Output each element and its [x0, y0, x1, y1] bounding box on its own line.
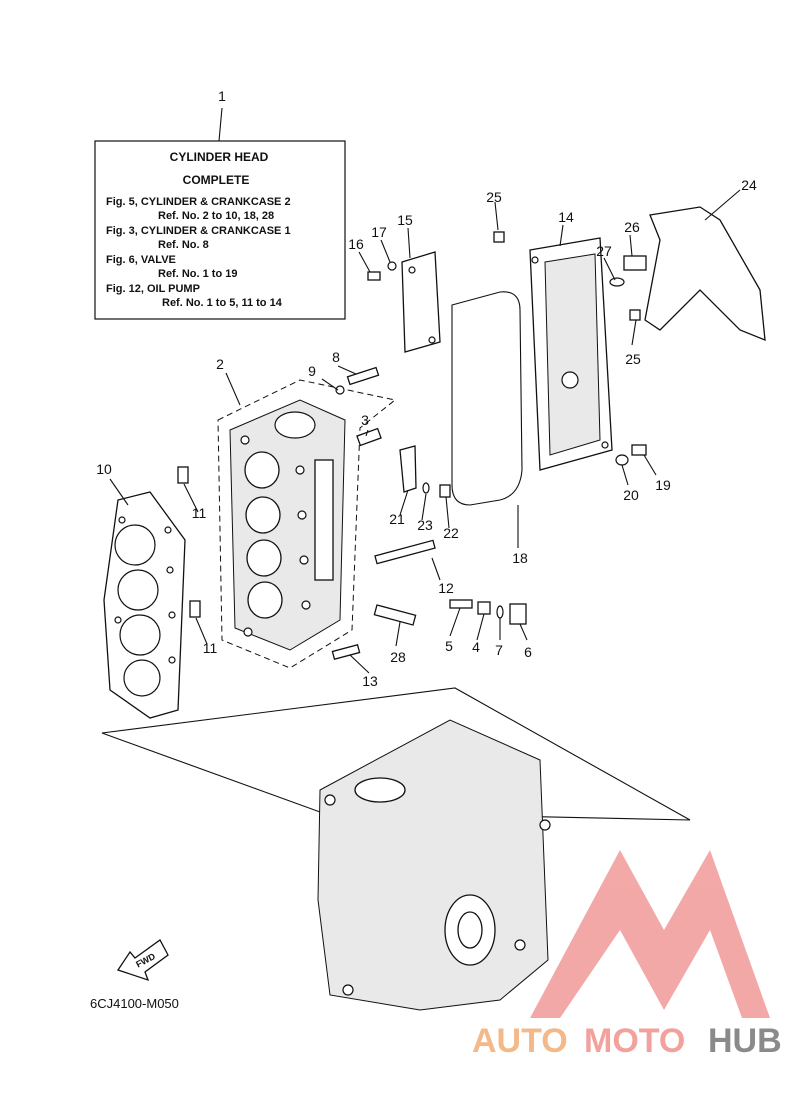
dowel-pin-upper	[177, 466, 189, 484]
info-box-ref-3: Ref. No. 1 to 19	[158, 268, 237, 280]
callout-9: 9	[308, 363, 316, 379]
callout-2: 2	[216, 356, 224, 372]
info-box-fig-3: Fig. 6, VALVE	[106, 254, 176, 266]
callout-16: 16	[348, 236, 364, 252]
watermark-hub: HUB	[708, 1022, 782, 1060]
callout-numbers: 1 2 3 4 5 6 7 8 9 10 11 11 12 13 14 15 1…	[96, 88, 757, 689]
callout-13: 13	[362, 673, 378, 689]
callout-4: 4	[472, 639, 480, 655]
callout-28: 28	[390, 649, 406, 665]
callout-8: 8	[332, 349, 340, 365]
info-box-title-2: COMPLETE	[183, 173, 250, 187]
watermark-auto: AUTO	[472, 1022, 568, 1060]
callout-3: 3	[361, 412, 369, 428]
callout-27: 27	[596, 243, 612, 259]
info-box-ref-4: Ref. No. 1 to 5, 11 to 14	[162, 297, 283, 309]
callout-6: 6	[524, 644, 532, 660]
info-box-ref-1: Ref. No. 2 to 10, 18, 28	[158, 210, 274, 222]
cylinder-head	[217, 379, 397, 669]
callout-11-lower: 11	[203, 640, 218, 656]
info-box-ref-2: Ref. No. 8	[158, 239, 209, 251]
callout-18: 18	[512, 550, 528, 566]
fwd-arrow: FWD	[116, 939, 169, 982]
info-box-title-1: CYLINDER HEAD	[170, 150, 269, 164]
watermark-moto: MOTO	[584, 1022, 685, 1060]
info-box-fig-2: Fig. 3, CYLINDER & CRANKCASE 1	[106, 225, 291, 237]
info-box-fig-1: Fig. 5, CYLINDER & CRANKCASE 2	[106, 196, 291, 208]
callout-1: 1	[218, 88, 226, 104]
callout-5: 5	[445, 638, 453, 654]
callout-10: 10	[96, 461, 112, 477]
callout-17: 17	[371, 224, 387, 240]
callout-15: 15	[397, 212, 413, 228]
protective-cover	[644, 206, 766, 342]
callout-25-top: 25	[486, 189, 502, 205]
watermark-logo	[530, 850, 770, 1018]
callout-7: 7	[495, 642, 503, 658]
callout-11-upper: 11	[192, 505, 207, 521]
info-box: CYLINDER HEAD COMPLETE Fig. 5, CYLINDER …	[94, 107, 346, 320]
diagram-code: 6CJ4100-M050	[90, 996, 179, 1011]
cylinder-head-cover	[529, 237, 613, 471]
oil-filler-cap	[493, 231, 647, 321]
head-gasket	[103, 491, 186, 719]
callout-26: 26	[624, 219, 640, 235]
callout-23: 23	[417, 517, 433, 533]
callout-19: 19	[655, 477, 671, 493]
callout-12: 12	[438, 580, 454, 596]
callout-14: 14	[558, 209, 574, 225]
callout-25-bottom: 25	[625, 351, 641, 367]
cylinder-block	[101, 687, 691, 1011]
info-box-fig-4: Fig. 12, OIL PUMP	[106, 283, 200, 295]
callout-22: 22	[443, 525, 459, 541]
small-parts	[331, 366, 527, 661]
cover-gasket	[451, 291, 523, 506]
dowel-pin-lower	[189, 600, 201, 618]
washer-20	[615, 454, 629, 466]
bolt-19	[631, 444, 647, 456]
cover-plate	[367, 251, 441, 353]
watermark-text: AUTO MOTO HUB	[472, 1022, 782, 1060]
callout-20: 20	[623, 487, 639, 503]
leader-lines	[109, 189, 741, 674]
callout-24: 24	[741, 177, 757, 193]
callout-21: 21	[389, 511, 405, 527]
